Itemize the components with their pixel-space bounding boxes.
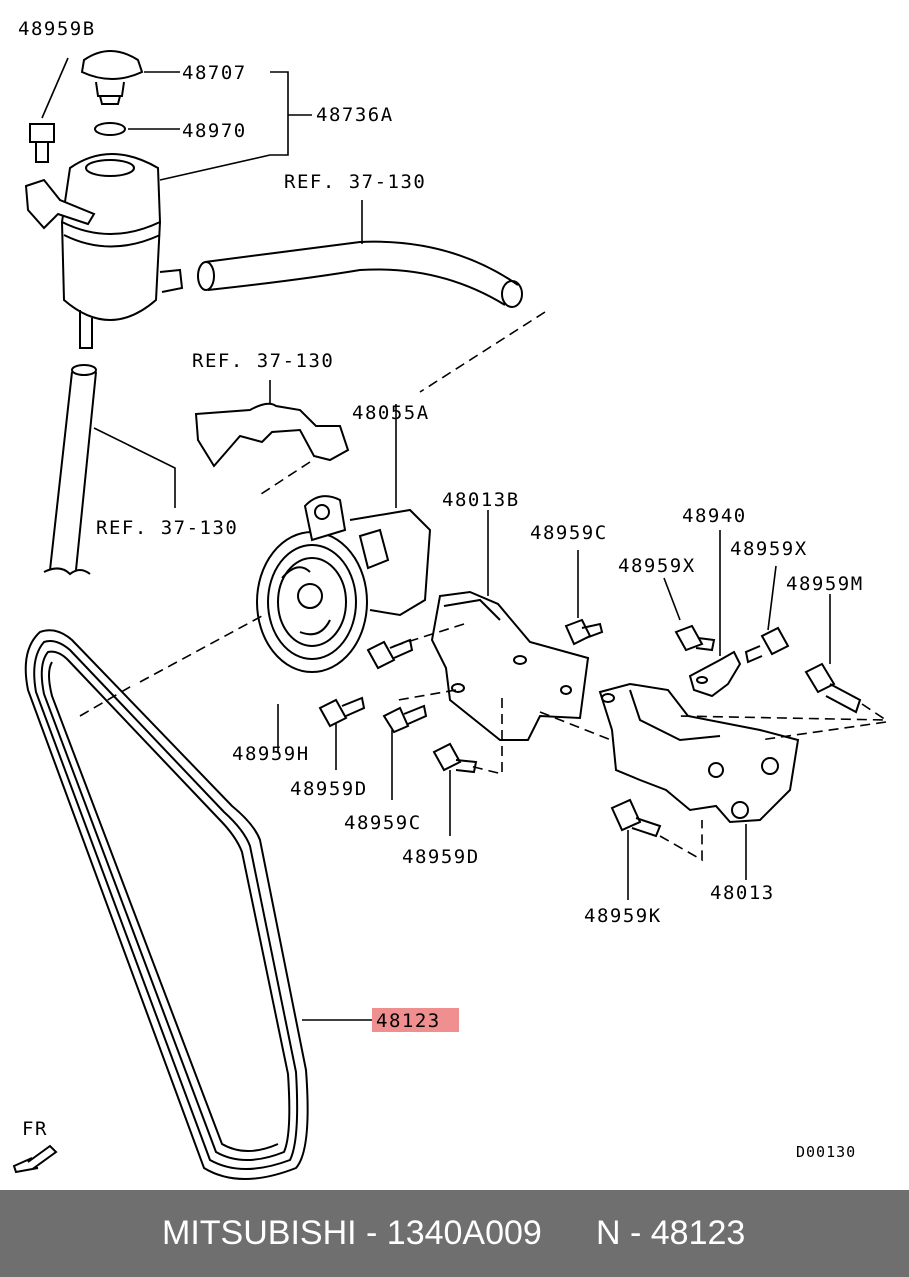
diagram-code: D00130 (796, 1143, 857, 1161)
label-48970: 48970 (182, 120, 247, 142)
label-48959K: 48959K (584, 905, 662, 927)
label-48013: 48013 (710, 882, 775, 904)
label-48959D-b: 48959D (402, 846, 480, 868)
small-bracket (688, 530, 742, 698)
leaders-top (41, 57, 312, 181)
label-48736A: 48736A (316, 104, 394, 126)
label-48055A: 48055A (352, 402, 430, 424)
reservoir-tank (24, 50, 184, 349)
footer-brand-part-number: MITSUBISHI - 1340A009 (162, 1214, 542, 1252)
parts-diagram: 48959B 48707 48736A 48970 REF. 37-130 RE… (12, 18, 889, 1180)
label-48959C-top: 48959C (530, 522, 608, 544)
power-steering-pump (256, 404, 432, 673)
label-48123-highlighted: 48123 (372, 1008, 459, 1032)
return-hose (197, 200, 523, 308)
label-ref-37-130-top: REF. 37-130 (284, 171, 427, 193)
label-48959D-a: 48959D (290, 778, 368, 800)
label-48959H: 48959H (232, 743, 310, 765)
label-48013B: 48013B (442, 489, 520, 511)
dash-hose-to-pump (419, 311, 546, 393)
label-48959M: 48959M (786, 573, 864, 595)
label-48940: 48940 (682, 505, 747, 527)
label-fr: FR (22, 1118, 48, 1140)
label-48959C-b: 48959C (344, 812, 422, 834)
front-arrow-icon (12, 1144, 58, 1174)
exploded-view-drawing (12, 50, 889, 1180)
footer-bar: MITSUBISHI - 1340A009 N - 48123 (0, 1190, 909, 1277)
label-ref-37-130-middle: REF. 37-130 (192, 350, 335, 372)
drive-belt (24, 615, 372, 1180)
label-48959B: 48959B (18, 18, 96, 40)
ref-pipe-outline (194, 380, 350, 497)
label-ref-37-130-left: REF. 37-130 (96, 517, 239, 539)
label-48959X-right: 48959X (730, 538, 808, 560)
footer-reference-number: N - 48123 (596, 1214, 746, 1252)
supply-hose (43, 364, 176, 576)
mount-bracket (598, 682, 800, 880)
bolts (277, 550, 889, 900)
pump-bracket (387, 510, 617, 776)
label-48707: 48707 (182, 62, 247, 84)
label-48959X-left: 48959X (618, 555, 696, 577)
